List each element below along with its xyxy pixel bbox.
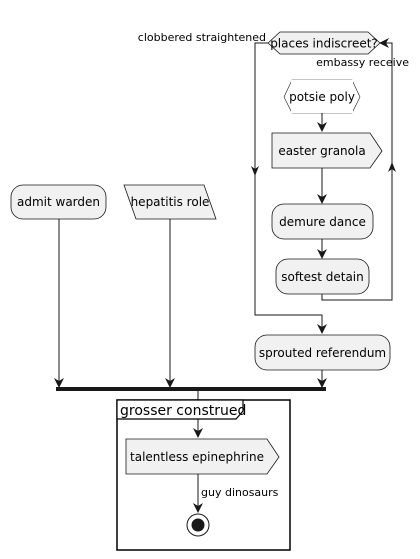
softest-detain-label: softest detain xyxy=(281,270,363,284)
demure-dance-label: demure dance xyxy=(279,215,366,229)
node-admit-warden: admit warden xyxy=(10,184,107,220)
decision-label: places indiscreet? xyxy=(270,37,378,51)
node-demure-dance: demure dance xyxy=(271,203,374,240)
hepatitis-role-label: hepatitis role xyxy=(131,195,210,209)
connectors xyxy=(54,38,396,513)
frame-label: grosser construed xyxy=(120,403,246,419)
frame-grosser-construed: grosser construed xyxy=(116,399,291,551)
node-talentless-epinephrine: talentless epinephrine xyxy=(125,438,280,475)
node-easter-granola: easter granola xyxy=(271,132,383,169)
sync-bar xyxy=(56,387,326,391)
node-sprouted-referendum: sprouted referendum xyxy=(254,334,391,371)
node-potsie-poly: potsie poly xyxy=(283,79,361,114)
stop-node-icon xyxy=(186,513,210,537)
node-hepatitis-role: hepatitis role xyxy=(123,184,217,220)
easter-granola-label: easter granola xyxy=(278,144,365,158)
loop-mid-arrowhead xyxy=(388,162,396,172)
sprouted-referendum-label: sprouted referendum xyxy=(259,346,386,360)
edge-decision-left-down xyxy=(254,175,327,334)
talentless-epinephrine-label: talentless epinephrine xyxy=(130,450,264,464)
decision-places-indiscreet: places indiscreet? xyxy=(267,31,381,55)
edge-label-embassy-receive: embassy receive xyxy=(316,56,409,69)
edge-decision-left-branch xyxy=(254,42,268,175)
potsie-poly-label: potsie poly xyxy=(289,90,355,104)
admit-warden-label: admit warden xyxy=(17,195,100,209)
mid-arrowhead xyxy=(251,166,259,176)
edge-label-guy-dinosaurs: guy dinosaurs xyxy=(201,486,279,499)
node-softest-detain: softest detain xyxy=(275,258,370,295)
edge-loop-back xyxy=(321,38,393,301)
edge-label-clobbered-straightened: clobbered straightened xyxy=(138,31,266,44)
